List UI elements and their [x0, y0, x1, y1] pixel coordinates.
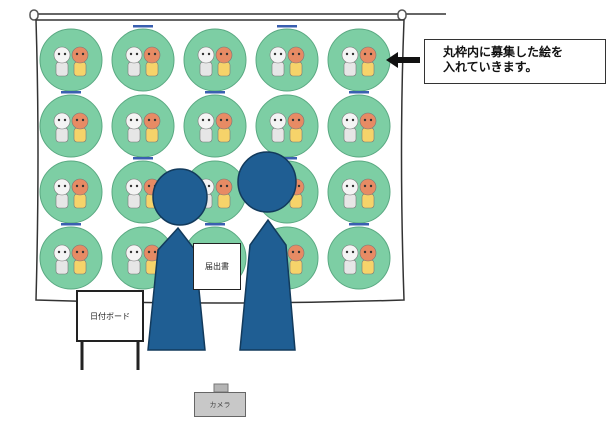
drawing-circle	[183, 91, 247, 158]
person-left	[147, 168, 208, 351]
instruction-callout: 丸枠内に募集した絵を 入れていきます。	[424, 39, 606, 84]
drawing-circle	[327, 91, 391, 158]
application-form: 届出書	[193, 243, 241, 290]
drawing-circle	[255, 94, 319, 158]
camera	[213, 383, 229, 393]
date-board-stand	[80, 342, 140, 370]
rod-end-left	[29, 9, 39, 21]
drawing-circle	[111, 25, 175, 92]
drawing-circle	[39, 28, 103, 92]
callout-line-1: 丸枠内に募集した絵を	[443, 45, 564, 59]
pointer-arrow	[386, 52, 420, 68]
date-board: 日付ボード	[76, 290, 144, 342]
drawing-circle	[111, 94, 175, 158]
drawing-circle	[255, 25, 319, 92]
person-right	[237, 151, 297, 351]
rod-end-right	[397, 9, 407, 21]
drawing-circle	[327, 223, 391, 290]
drawing-circle	[327, 28, 391, 92]
drawing-circle	[183, 28, 247, 92]
drawing-circle	[39, 223, 103, 290]
drawing-circle	[39, 91, 103, 158]
callout-line-2: 入れていきます。	[443, 60, 538, 74]
drawing-circle	[39, 160, 103, 224]
drawing-circle	[327, 160, 391, 224]
camera-label: カメラ	[194, 392, 246, 417]
